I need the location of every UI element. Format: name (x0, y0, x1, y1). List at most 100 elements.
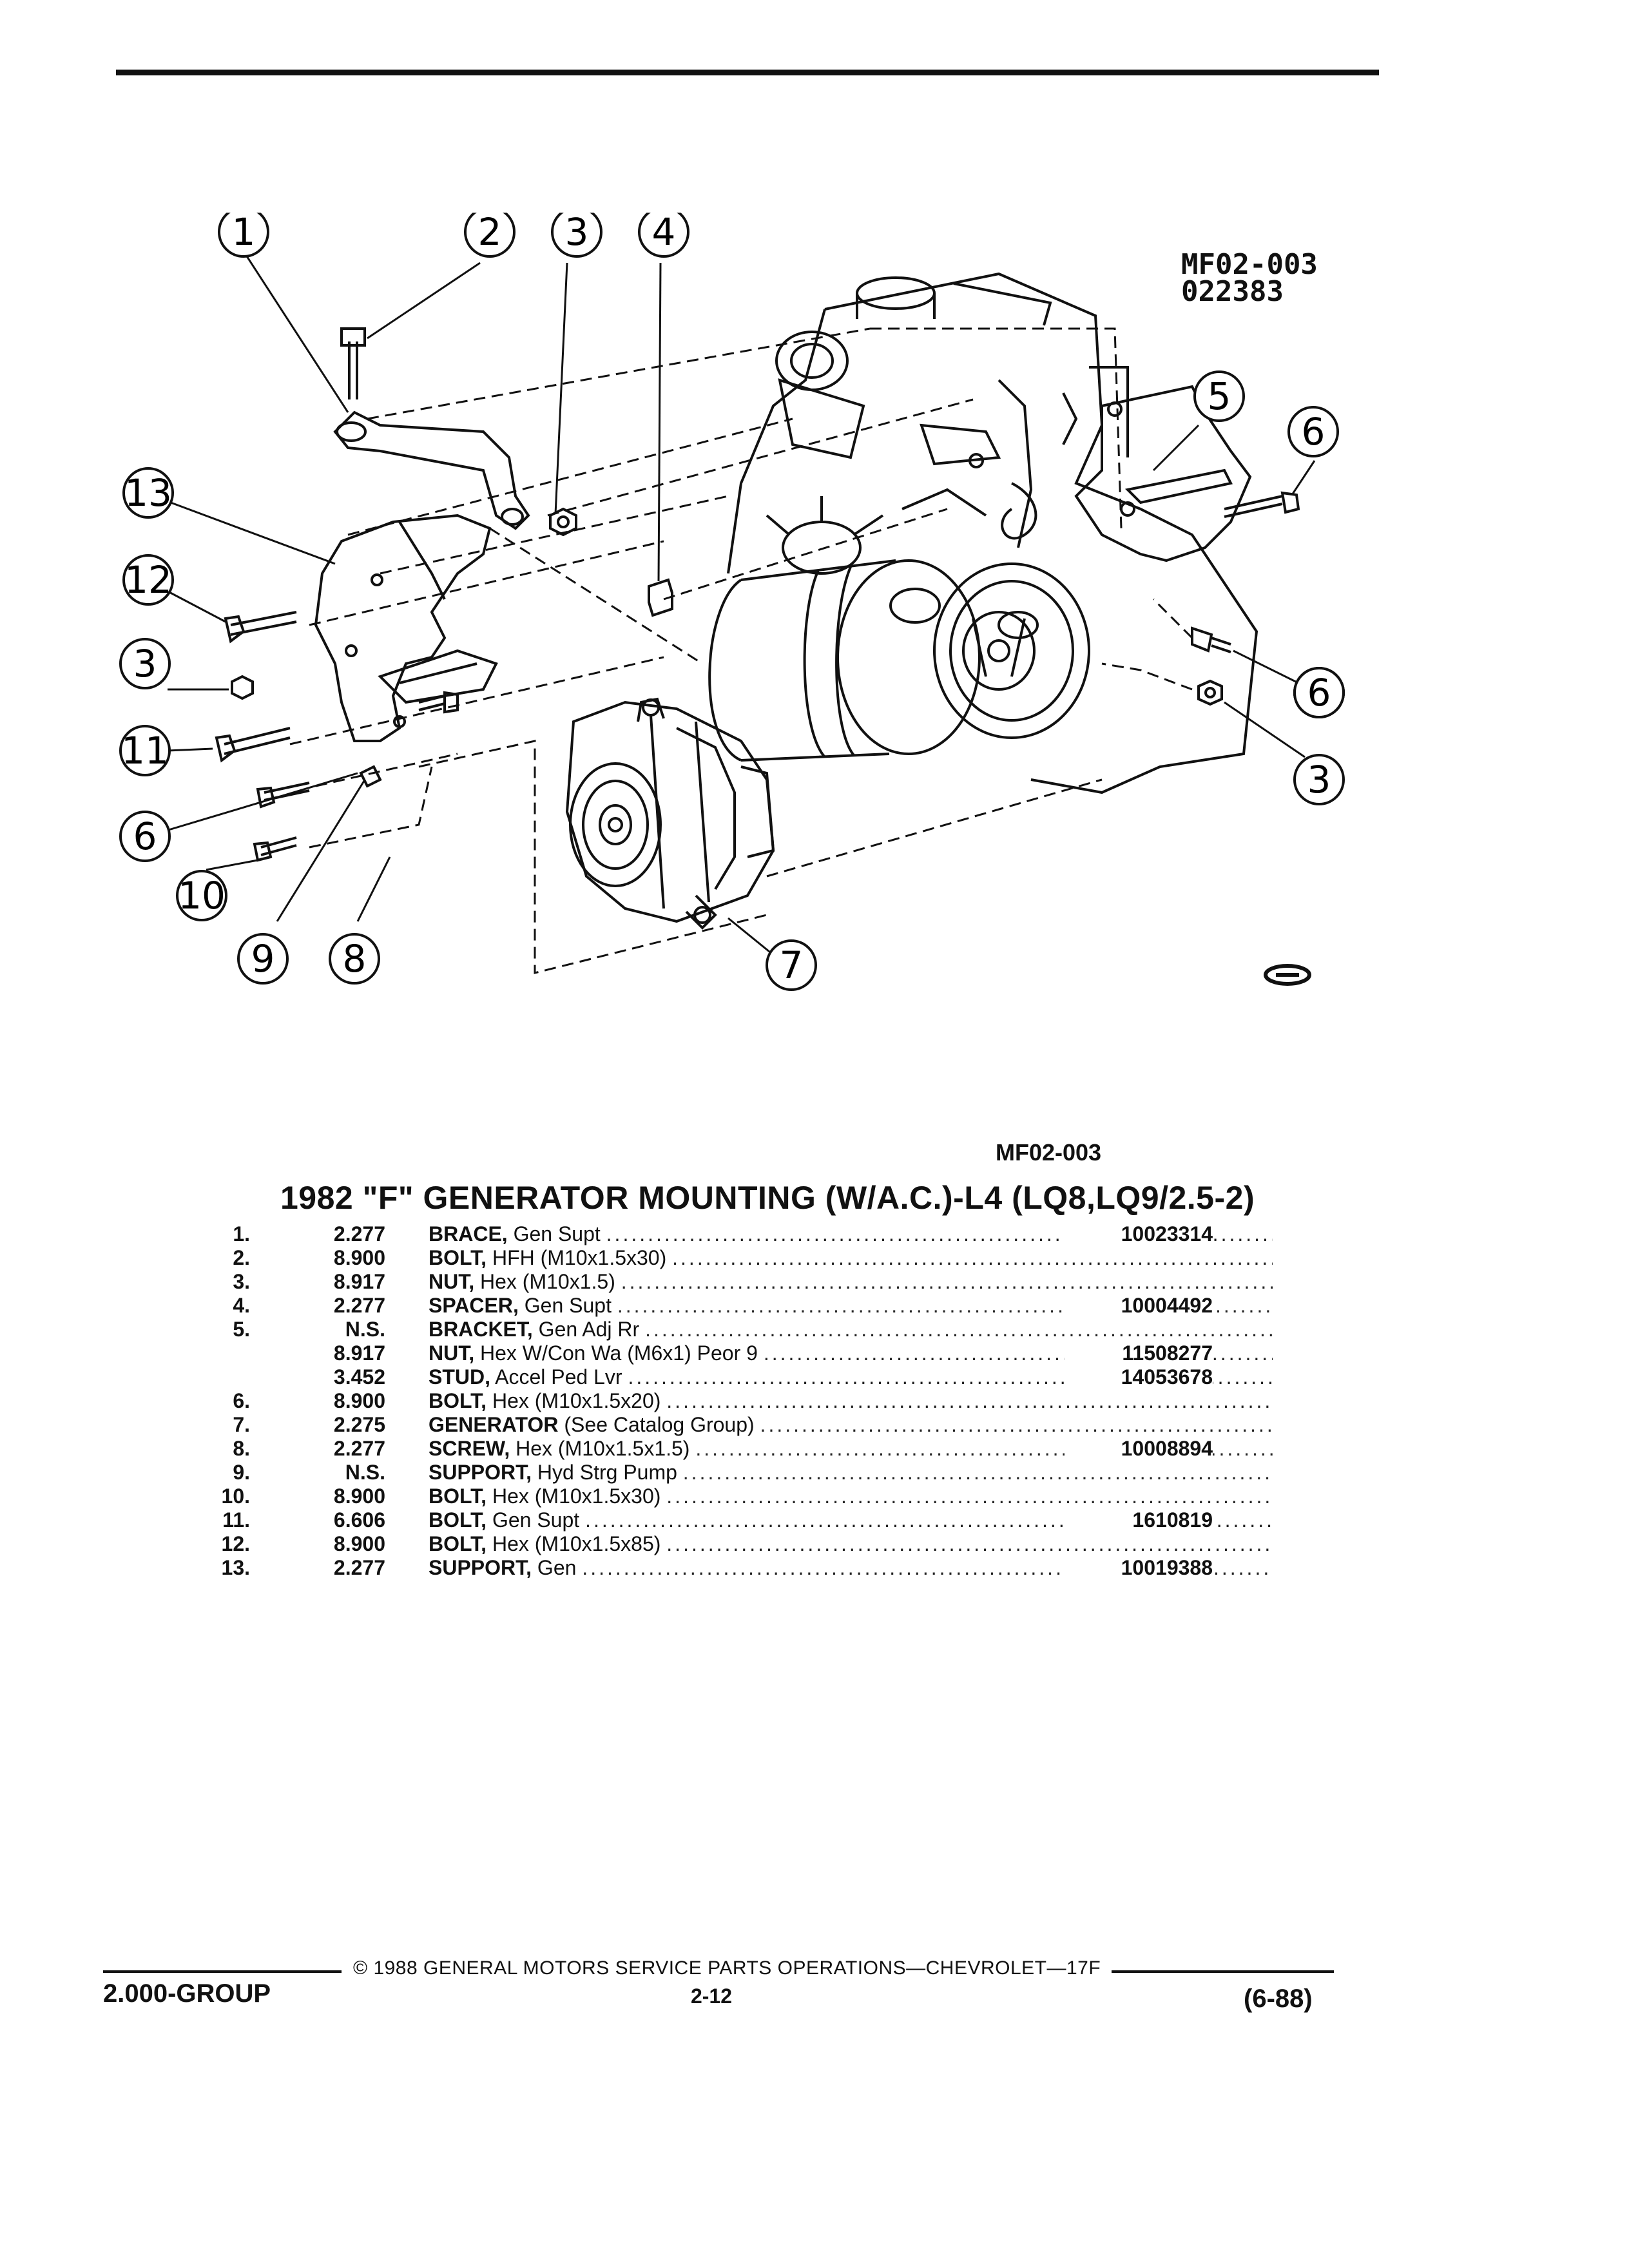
part-detail: Hex (M10x1.5x20) (492, 1389, 661, 1412)
part-name: GENERATOR (429, 1413, 559, 1436)
group-number: 2.277 (333, 1294, 385, 1317)
svg-text:9: 9 (251, 937, 275, 981)
group-number: N.S. (345, 1461, 385, 1484)
callout-6-left: 6 (119, 811, 171, 862)
part-number: 10019388 (1065, 1556, 1213, 1580)
generator-7-drawing (565, 697, 775, 930)
item-number: 4. (233, 1294, 250, 1317)
callout-1: 1 (218, 213, 269, 258)
callout-4: 4 (638, 213, 689, 258)
parts-row: 6. 8.900 BOLT, Hex (M10x1.5x20) ..........… (193, 1389, 1273, 1413)
part-description: SUPPORT, Hyd Strg Pump .................… (429, 1461, 1273, 1485)
svg-text:3: 3 (1307, 758, 1331, 802)
svg-text:6: 6 (1307, 671, 1331, 715)
svg-text:6: 6 (133, 814, 157, 858)
parts-row: 9. N.S. SUPPORT, Hyd Strg Pump ...........… (193, 1461, 1273, 1485)
item-number: 11. (222, 1508, 250, 1532)
callout-3-right: 3 (1293, 754, 1345, 805)
top-rule (116, 70, 1379, 75)
figure-code-line2: 022383 (1181, 275, 1284, 308)
footer-rule-left (103, 1970, 342, 1973)
footer-rule-right (1112, 1970, 1334, 1973)
part-description: BOLT, Hex (M10x1.5x20) .................… (429, 1389, 1273, 1413)
part-detail: Gen Supt (513, 1222, 601, 1245)
part-name: BOLT, (429, 1532, 487, 1555)
item-number: 8. (233, 1437, 250, 1460)
part-name: BRACE, (429, 1222, 508, 1245)
group-number: 8.900 (333, 1389, 385, 1412)
svg-text:6: 6 (1302, 410, 1325, 454)
item-number: 6. (233, 1389, 250, 1412)
leader-dots: ........................................… (682, 1461, 1273, 1484)
group-number: N.S. (345, 1318, 385, 1341)
callout-badges: 1 2 3 4 5 6 3 3 6 13 12 3 11 6 10 9 8 7 (119, 213, 1345, 991)
callout-10: 10 (176, 870, 227, 921)
part-number: 1610819 (1065, 1508, 1213, 1532)
part-number: 10008894 (1065, 1437, 1213, 1461)
part-number: 10004492 (1065, 1294, 1213, 1318)
part-name: SUPPORT, (429, 1556, 532, 1579)
part-name: NUT, (429, 1341, 475, 1365)
group-number: 2.277 (333, 1556, 385, 1579)
part-name: BOLT, (429, 1485, 487, 1508)
svg-text:12: 12 (124, 558, 172, 602)
part-number: 11508277 (1065, 1341, 1213, 1365)
item-number: 13. (221, 1556, 250, 1579)
item-number: 2. (233, 1246, 250, 1269)
part-name: SCREW, (429, 1437, 510, 1460)
item-number: 3. (233, 1270, 250, 1293)
leader-dots: ........................................… (645, 1318, 1273, 1341)
callout-3-top: 3 (551, 213, 602, 258)
group-number: 3.452 (333, 1365, 385, 1389)
leader-dots: ........................................… (666, 1532, 1273, 1555)
part-name: SUPPORT, (429, 1461, 532, 1484)
callout-11: 11 (119, 725, 171, 776)
engine-block-drawing (727, 272, 1258, 794)
callout-3-left: 3 (119, 638, 171, 689)
leader-dots: ........................................… (666, 1389, 1273, 1412)
brace-1-drawing (333, 410, 530, 530)
alignment-lines (289, 327, 1193, 974)
part-name: NUT, (429, 1270, 475, 1293)
parts-row: 3. 8.917 NUT, Hex (M10x1.5) ..............… (193, 1270, 1273, 1294)
svg-text:3: 3 (565, 213, 589, 254)
pump-pulley-drawing (933, 562, 1090, 739)
gm-logo-mark (1264, 964, 1311, 986)
group-number: 8.900 (333, 1532, 385, 1555)
revision-date: (6-88) (1244, 1984, 1313, 2013)
svg-text:10: 10 (178, 874, 226, 918)
part-detail: Hex (M10x1.5) (480, 1270, 615, 1293)
part-description: BOLT, Hex (M10x1.5x85) .................… (429, 1532, 1273, 1556)
callout-7: 7 (766, 939, 817, 991)
part-name: STUD, (429, 1365, 490, 1389)
part-number: 10023314 (1065, 1222, 1213, 1246)
part-detail: Hex (M10x1.5x1.5) (516, 1437, 690, 1460)
group-number: 8.917 (333, 1270, 385, 1293)
part-detail: Hex (M10x1.5x30) (492, 1485, 661, 1508)
item-number: 12. (221, 1532, 250, 1555)
item-number: 9. (233, 1461, 250, 1484)
part-detail: Hex W/Con Wa (M6x1) Peor 9 (480, 1341, 758, 1365)
part-description: NUT, Hex (M10x1.5) .....................… (429, 1270, 1273, 1294)
svg-text:4: 4 (652, 213, 676, 254)
leader-dots: ........................................… (666, 1485, 1273, 1508)
item-number: 10. (221, 1485, 250, 1508)
part-name: BOLT, (429, 1246, 487, 1269)
svg-text:11: 11 (121, 729, 169, 773)
part-number: 14053678 (1065, 1365, 1213, 1389)
callout-13: 13 (122, 467, 174, 519)
svg-text:3: 3 (133, 642, 157, 686)
part-name: BOLT, (429, 1389, 487, 1412)
svg-text:1: 1 (232, 213, 256, 254)
svg-text:5: 5 (1208, 374, 1231, 418)
group-number: 2.277 (333, 1437, 385, 1460)
group-number: 8.900 (333, 1246, 385, 1269)
part-name: BOLT, (429, 1508, 487, 1532)
